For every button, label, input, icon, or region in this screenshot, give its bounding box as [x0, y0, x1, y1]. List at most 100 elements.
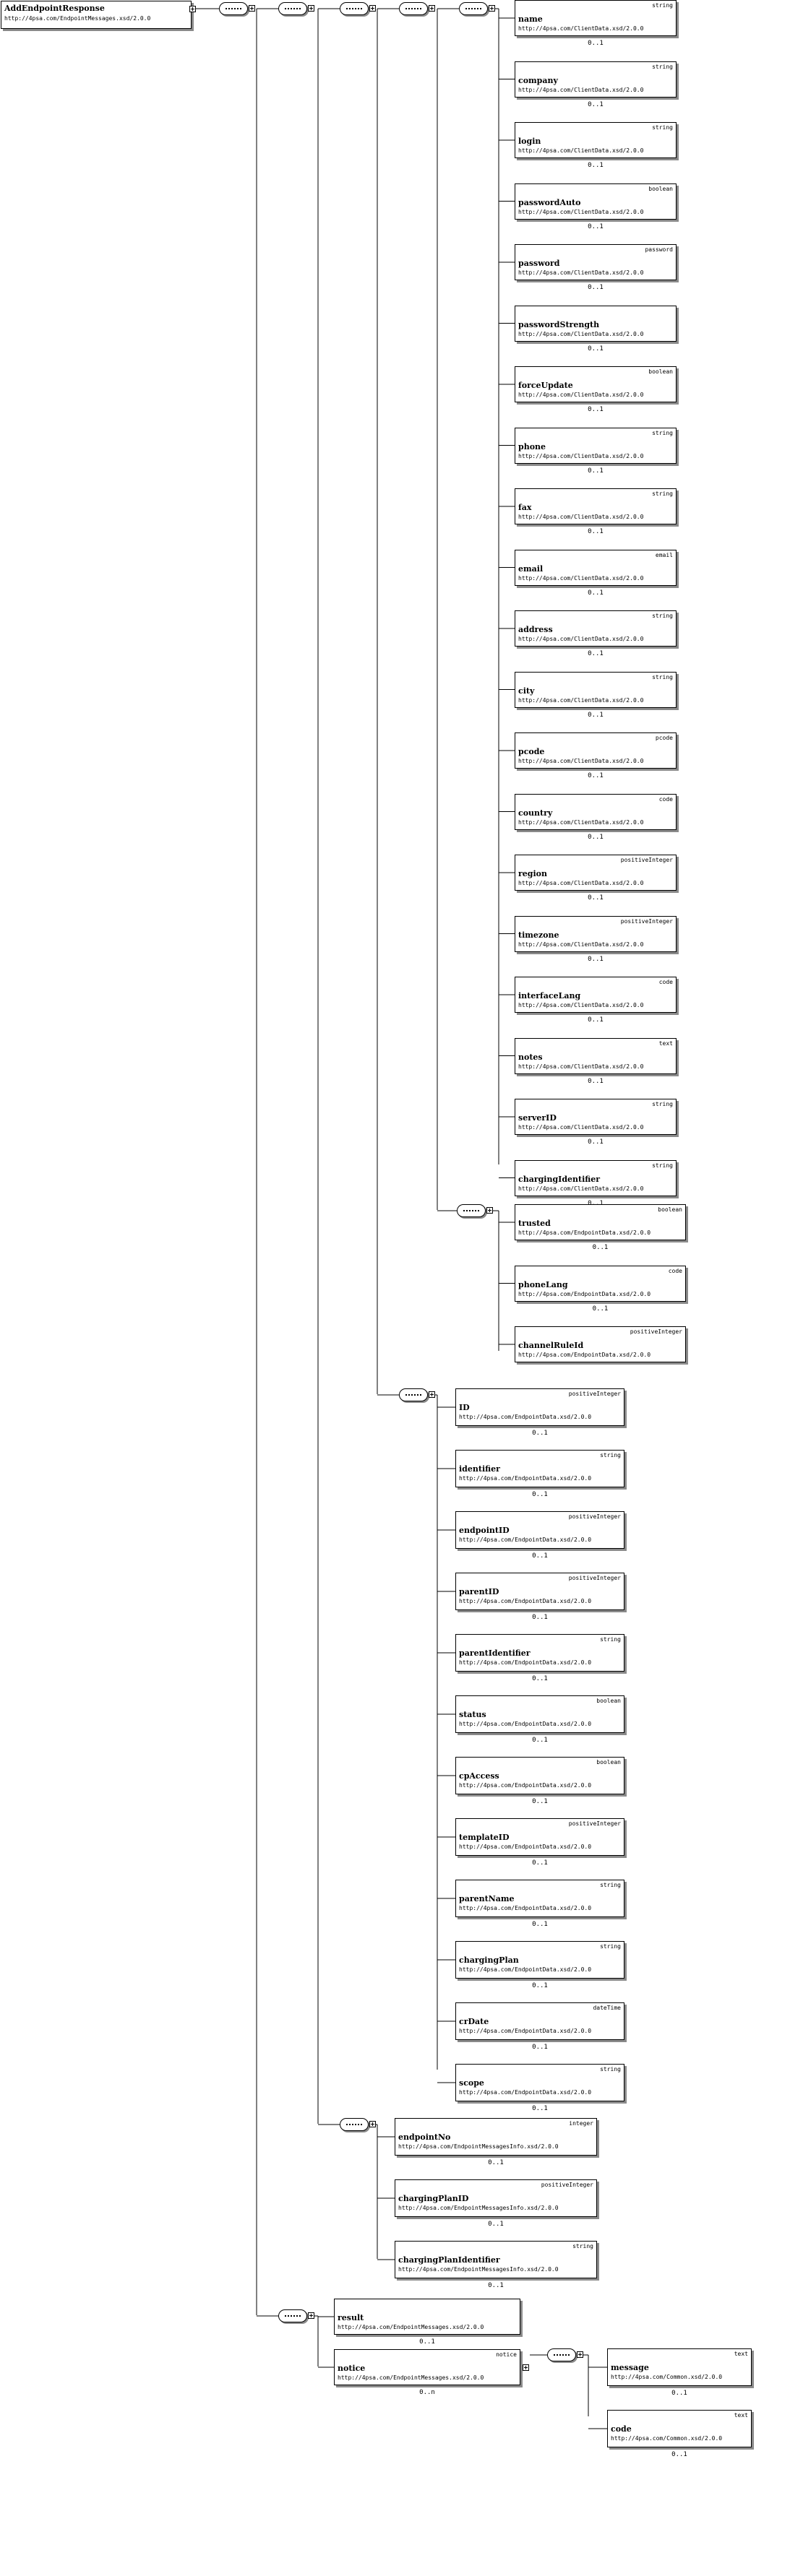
- element-type: dateTime: [593, 2005, 621, 2011]
- element-name: notes: [518, 1052, 543, 1062]
- sequence-level-3[interactable]: [340, 2, 369, 15]
- cardinality-label: 0..1: [588, 1077, 604, 1085]
- cardinality-label: 0..1: [532, 1552, 548, 1560]
- sequence-endpointdata-b[interactable]: [399, 1388, 428, 1401]
- element-namespace: http://4psa.com/Common.xsd/2.0.0: [611, 2374, 723, 2380]
- element-name: region: [518, 869, 547, 878]
- element-type: string: [600, 1943, 621, 1950]
- element-name: country: [518, 808, 553, 818]
- sequence-expand-icon[interactable]: [429, 5, 435, 12]
- element-name: templateID: [459, 1833, 510, 1842]
- cardinality-label: 0..1: [532, 1614, 548, 1621]
- sequence-expand-icon[interactable]: [369, 5, 376, 12]
- element-name: city: [518, 686, 535, 696]
- element-namespace: http://4psa.com/ClientData.xsd/2.0.0: [518, 880, 644, 886]
- element-name: chargingPlanID: [398, 2194, 469, 2203]
- element-namespace: http://4psa.com/ClientData.xsd/2.0.0: [518, 452, 644, 459]
- element-type: integer: [569, 2120, 593, 2127]
- cardinality-label: 0..1: [488, 2221, 504, 2228]
- sequence-expand-icon[interactable]: [308, 5, 314, 12]
- cardinality-label: 0..1: [588, 1199, 604, 1207]
- element-type: code: [658, 979, 673, 985]
- element-namespace: http://4psa.com/EndpointMessages.xsd/2.0…: [338, 2374, 484, 2381]
- element-namespace: http://4psa.com/EndpointData.xsd/2.0.0: [459, 1536, 592, 1543]
- element-type: boolean: [658, 1206, 682, 1213]
- element-name: chargingPlanIdentifier: [398, 2255, 500, 2265]
- element-type: boolean: [648, 185, 673, 192]
- sequence-main[interactable]: [219, 2, 248, 15]
- element-type: positiveInteger: [620, 917, 673, 925]
- element-type: code: [658, 795, 673, 803]
- element-name: trusted: [518, 1219, 551, 1228]
- sequence-level-5[interactable]: [459, 2, 488, 15]
- sequence-expand-icon[interactable]: [249, 5, 255, 12]
- element-type: text: [658, 1040, 673, 1047]
- element-namespace: http://4psa.com/ClientData.xsd/2.0.0: [518, 330, 644, 337]
- sequence-expand-icon[interactable]: [577, 2351, 583, 2358]
- cardinality-label: 0..1: [592, 1244, 609, 1251]
- element-type: positiveInteger: [568, 1820, 621, 1827]
- element-namespace: http://4psa.com/EndpointMessagesInfo.xsd…: [398, 2266, 559, 2273]
- element-type: text: [734, 2351, 748, 2357]
- element-name: phoneLang: [518, 1279, 568, 1289]
- cardinality-label: 0..1: [532, 1982, 548, 1989]
- element-name: forceUpdate: [518, 381, 573, 390]
- sequence-level-2[interactable]: [278, 2, 307, 15]
- sequence-messagesinfo[interactable]: [340, 2118, 369, 2131]
- element-name: fax: [518, 503, 532, 512]
- element-name: passwordAuto: [518, 197, 581, 207]
- cardinality-label: 0..1: [588, 650, 604, 657]
- element-expand-icon[interactable]: [523, 2364, 529, 2371]
- element-type: string: [572, 2243, 593, 2249]
- element-namespace: http://4psa.com/ClientData.xsd/2.0.0: [518, 758, 644, 764]
- element-namespace: http://4psa.com/ClientData.xsd/2.0.0: [518, 1185, 644, 1192]
- sequence-expand-icon[interactable]: [489, 5, 495, 12]
- element-type: email: [655, 551, 673, 558]
- element-name: login: [518, 137, 541, 146]
- sequence-dots-icon: [405, 1394, 421, 1397]
- element-type: boolean: [648, 368, 673, 375]
- cardinality-label: 0..1: [488, 2159, 504, 2166]
- sequence-dots-icon: [465, 8, 481, 11]
- element-type: code: [668, 1267, 682, 1274]
- sequence-endpointdata-a[interactable]: [457, 1204, 486, 1217]
- element-namespace: http://4psa.com/EndpointData.xsd/2.0.0: [518, 1290, 651, 1297]
- sequence-response[interactable]: [278, 2309, 307, 2322]
- element-namespace: http://4psa.com/ClientData.xsd/2.0.0: [518, 574, 644, 582]
- element-namespace: http://4psa.com/ClientData.xsd/2.0.0: [518, 514, 644, 520]
- cardinality-label: 0..1: [532, 1859, 548, 1867]
- element-name: result: [338, 2313, 364, 2322]
- sequence-expand-icon[interactable]: [486, 1207, 493, 1214]
- element-type: password: [645, 246, 673, 253]
- element-namespace: http://4psa.com/ClientData.xsd/2.0.0: [518, 818, 644, 826]
- element-namespace: http://4psa.com/EndpointData.xsd/2.0.0: [459, 1475, 592, 1482]
- root-expand-icon[interactable]: [189, 6, 196, 12]
- cardinality-label: 0..1: [419, 2338, 435, 2346]
- element-type: notice: [496, 2351, 517, 2358]
- cardinality-label: 0..1: [671, 2451, 687, 2458]
- sequence-expand-icon[interactable]: [369, 2121, 376, 2127]
- cardinality-label: 0..1: [588, 162, 604, 169]
- element-name: address: [518, 625, 553, 634]
- cardinality-label: 0..1: [588, 40, 604, 47]
- sequence-expand-icon[interactable]: [429, 1391, 435, 1398]
- element-type: positiveInteger: [620, 857, 673, 863]
- cardinality-label: 0..1: [532, 1491, 548, 1498]
- sequence-level-4[interactable]: [399, 2, 428, 15]
- sequence-notice[interactable]: [547, 2348, 576, 2361]
- sequence-expand-icon[interactable]: [308, 2312, 314, 2319]
